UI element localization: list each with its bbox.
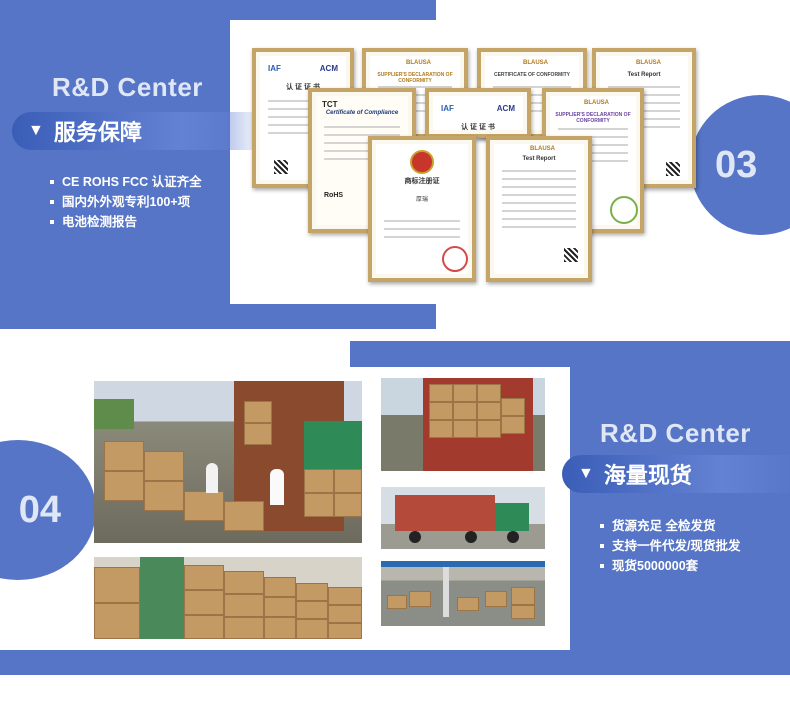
list-item: CE ROHS FCC 认证齐全: [50, 172, 202, 192]
certificate-iaf-back: IAF ACM 认 证 证 书: [252, 48, 354, 188]
container-truck-photo: [381, 487, 545, 549]
qr-code-icon: [274, 160, 288, 174]
section-04-pill-label: 海量现货: [603, 463, 692, 488]
section-04-pill: ▼ 海量现货: [562, 455, 790, 493]
container-boxes-photo: [381, 378, 545, 471]
bottom-strip: [0, 645, 790, 675]
section-04-heading: R&D Center: [600, 418, 751, 448]
warehouse-stock-photo: [94, 557, 362, 639]
certificate-conformity: BLAUSA CERTIFICATE OF CONFORMITY: [477, 48, 587, 138]
certificate-iaf-front: IAF ACM 认 证 证 书: [425, 88, 531, 138]
list-item: 电池检测报告: [50, 212, 202, 232]
bullet-icon: [50, 180, 54, 184]
section-04-bullet-list: 货源充足 全检发货 支持一件代发/现货批发 现货5000000套: [600, 516, 740, 576]
seal-icon: [610, 196, 638, 224]
qr-code-icon: [564, 248, 578, 262]
bullet-icon: [50, 200, 54, 204]
bullet-icon: [600, 564, 604, 568]
triangle-down-icon: ▼: [578, 465, 594, 482]
certificate-trademark: 商标注册证 厚瑞: [368, 136, 476, 282]
bullet-icon: [600, 524, 604, 528]
section-03-bullet-list: CE ROHS FCC 认证齐全 国内外外观专利100+项 电池检测报告: [50, 172, 202, 232]
red-stamp-icon: [442, 246, 468, 272]
certificate-test-report-front: BLAUSA Test Report: [486, 136, 592, 282]
bullet-icon: [600, 544, 604, 548]
section-03-pill-label: 服务保障: [53, 120, 142, 145]
section-03-pill: ▼ 服务保障: [12, 112, 252, 150]
triangle-down-icon: ▼: [28, 122, 44, 139]
list-item: 货源充足 全检发货: [600, 516, 740, 536]
qr-code-icon: [666, 162, 680, 176]
national-emblem-icon: [410, 150, 434, 174]
bullet-icon: [50, 220, 54, 224]
list-item: 现货5000000套: [600, 556, 740, 576]
warehouse-interior-photo: [381, 561, 545, 626]
section-03-heading: R&D Center: [52, 72, 203, 102]
list-item: 国内外外观专利100+项: [50, 192, 202, 212]
truck-loading-photo: [94, 381, 362, 543]
list-item: 支持一件代发/现货批发: [600, 536, 740, 556]
